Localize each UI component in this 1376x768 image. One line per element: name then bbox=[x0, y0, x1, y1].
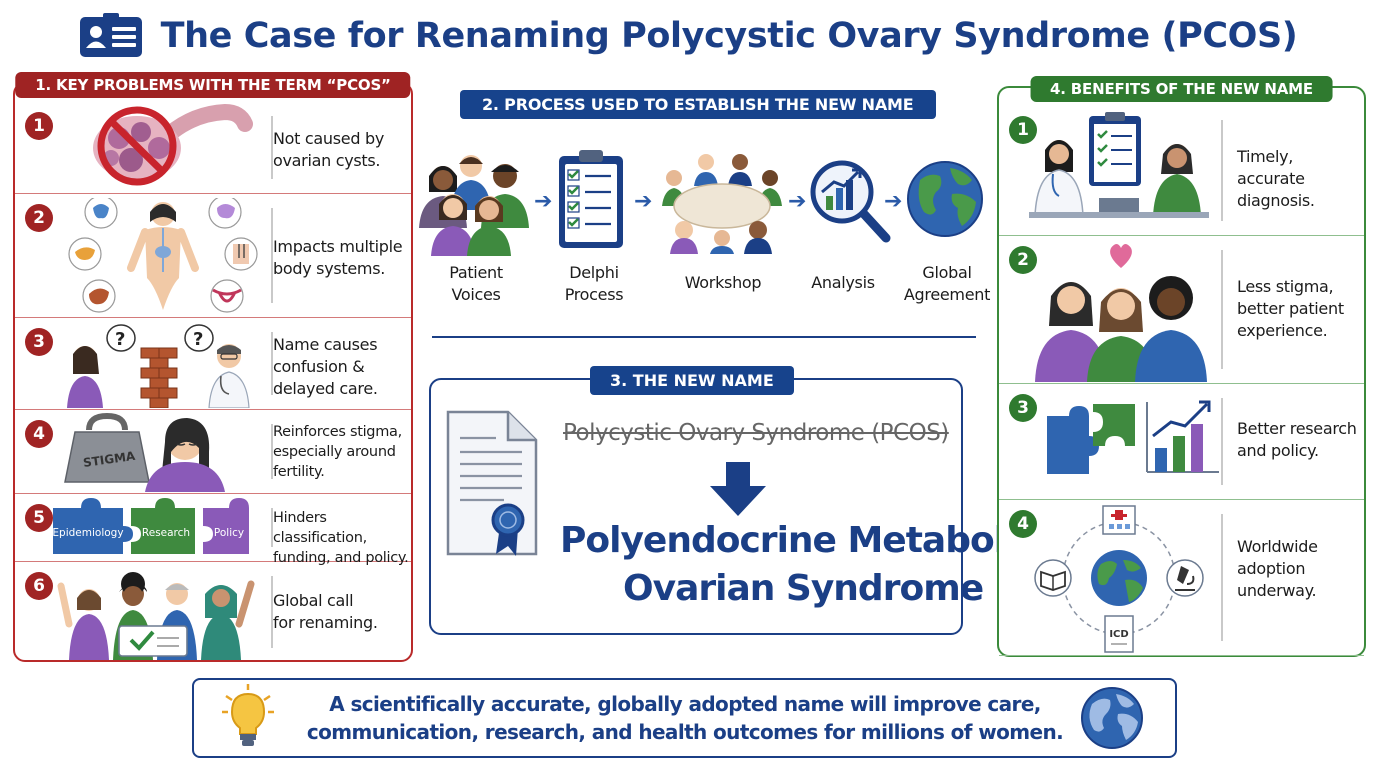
benefit-text-2: Less stigma, better patient experience. bbox=[1237, 277, 1344, 340]
certificate-document-icon bbox=[446, 410, 538, 556]
lightbulb-icon bbox=[222, 684, 274, 746]
globe-icon bbox=[907, 161, 983, 237]
benefit-text-4: Worldwide adoption underway. bbox=[1237, 537, 1318, 600]
svg-text:?: ? bbox=[115, 329, 125, 350]
new-name-line-1: Polyendocrine Metabolic bbox=[560, 520, 1038, 561]
benefit-text-3: Better research and policy. bbox=[1237, 419, 1357, 460]
benefits-panel: 4. BENEFITS OF THE NEW NAME 1 Timely, ac… bbox=[997, 76, 1366, 657]
process-arrow-3: ➔ bbox=[788, 188, 807, 213]
confusion-wall-icon: ? ? bbox=[67, 324, 250, 408]
no-cysts-icon bbox=[93, 104, 253, 186]
process-arrow-1: ➔ bbox=[534, 188, 553, 213]
benefit-number-4: 4 bbox=[1009, 510, 1037, 538]
new-name-heading: 3. THE NEW NAME bbox=[590, 366, 794, 395]
benefit-row-3: 3 Better research and policy. bbox=[999, 384, 1364, 500]
svg-text:Research: Research bbox=[142, 527, 190, 539]
workshop-table-icon bbox=[662, 154, 782, 254]
svg-text:ICD: ICD bbox=[1109, 629, 1128, 640]
old-name-strikethrough: Polycystic Ovary Syndrome (PCOS) bbox=[563, 420, 949, 446]
problem-text-5: Hinders classification, funding, and pol… bbox=[273, 510, 409, 566]
process-arrow-4: ➔ bbox=[884, 188, 903, 213]
problem-row-5: 5 Epidemiology Research Policy Hinders c… bbox=[15, 494, 411, 566]
problem-row-6: 6 Global call for renaming. bbox=[15, 562, 411, 662]
process-arrow-2: ➔ bbox=[634, 188, 653, 213]
conclusion-banner bbox=[192, 678, 1177, 758]
analysis-magnifier-icon bbox=[810, 160, 891, 243]
stigma-weight-icon: STIGMA bbox=[64, 412, 225, 492]
benefit-text-1: Timely, accurate diagnosis. bbox=[1237, 147, 1315, 210]
doctor-consult-icon bbox=[1029, 112, 1209, 218]
benefit-number-3: 3 bbox=[1009, 394, 1037, 422]
problem-row-2: 2 Impacts multiple body systems. bbox=[15, 194, 411, 318]
patient-voices-icon bbox=[419, 155, 529, 256]
problems-heading: 1. KEY PROBLEMS WITH THE TERM “PCOS” bbox=[15, 72, 411, 98]
title-row: The Case for Renaming Polycystic Ovary S… bbox=[0, 6, 1376, 66]
worldwide-adoption-icon: ICD bbox=[1034, 505, 1204, 653]
delphi-clipboard-icon bbox=[559, 150, 623, 248]
problem-row-4: 4 STIGMA Reinforces stigma, especially a… bbox=[15, 410, 411, 494]
step-analysis: Analysis bbox=[811, 273, 875, 292]
process-divider bbox=[432, 336, 976, 338]
down-arrow-icon bbox=[710, 462, 766, 516]
globe-bottom-icon bbox=[1081, 687, 1143, 749]
body-systems-icon bbox=[68, 198, 258, 313]
problem-row-1: 1 Not caused by ovarian cysts. bbox=[15, 102, 411, 194]
problem-number-4: 4 bbox=[25, 420, 53, 448]
conclusion-text: A scientifically accurate, globally adop… bbox=[306, 692, 1064, 744]
puzzle-pieces-icon: Epidemiology Research Policy bbox=[52, 498, 249, 554]
problem-number-6: 6 bbox=[25, 572, 53, 600]
id-card-icon bbox=[79, 13, 142, 57]
problem-text-3: Name causes confusion & delayed care. bbox=[273, 335, 378, 398]
svg-text:?: ? bbox=[193, 329, 203, 350]
problem-text-4: Reinforces stigma, especially around fer… bbox=[273, 424, 402, 480]
svg-text:Policy: Policy bbox=[214, 527, 244, 539]
problem-row-3: 3 ? ? Name causes confusion & delayed ca… bbox=[15, 318, 411, 410]
benefit-number-2: 2 bbox=[1009, 246, 1037, 274]
problems-panel: 1. KEY PROBLEMS WITH THE TERM “PCOS” 1 N… bbox=[13, 72, 413, 662]
problem-number-2: 2 bbox=[25, 204, 53, 232]
step-workshop: Workshop bbox=[684, 273, 762, 292]
problem-text-6: Global call for renaming. bbox=[273, 591, 378, 632]
problem-number-1: 1 bbox=[25, 112, 53, 140]
new-name-line-2: Ovarian Syndrome bbox=[623, 568, 984, 609]
problem-number-3: 3 bbox=[25, 328, 53, 356]
benefit-row-2: 2 Less stigma, better patient experience… bbox=[999, 236, 1364, 384]
svg-text:Epidemiology: Epidemiology bbox=[52, 527, 123, 539]
process-heading: 2. PROCESS USED TO ESTABLISH THE NEW NAM… bbox=[460, 90, 936, 119]
benefit-number-1: 1 bbox=[1009, 116, 1037, 144]
benefit-row-4: 4 ICD Worldwide adoption underway. bbox=[999, 500, 1364, 656]
supportive-group-icon bbox=[1035, 244, 1207, 382]
problem-text-2: Impacts multiple body systems. bbox=[273, 237, 403, 278]
benefit-row-1: 1 Timely, accurate diagnosis. bbox=[999, 106, 1364, 236]
benefits-heading: 4. BENEFITS OF THE NEW NAME bbox=[1030, 76, 1333, 102]
research-puzzle-chart-icon bbox=[1047, 400, 1219, 474]
page-title: The Case for Renaming Polycystic Ovary S… bbox=[160, 16, 1298, 56]
global-call-people-icon bbox=[57, 572, 255, 660]
problem-number-5: 5 bbox=[25, 504, 53, 532]
problem-text-1: Not caused by ovarian cysts. bbox=[273, 129, 385, 170]
